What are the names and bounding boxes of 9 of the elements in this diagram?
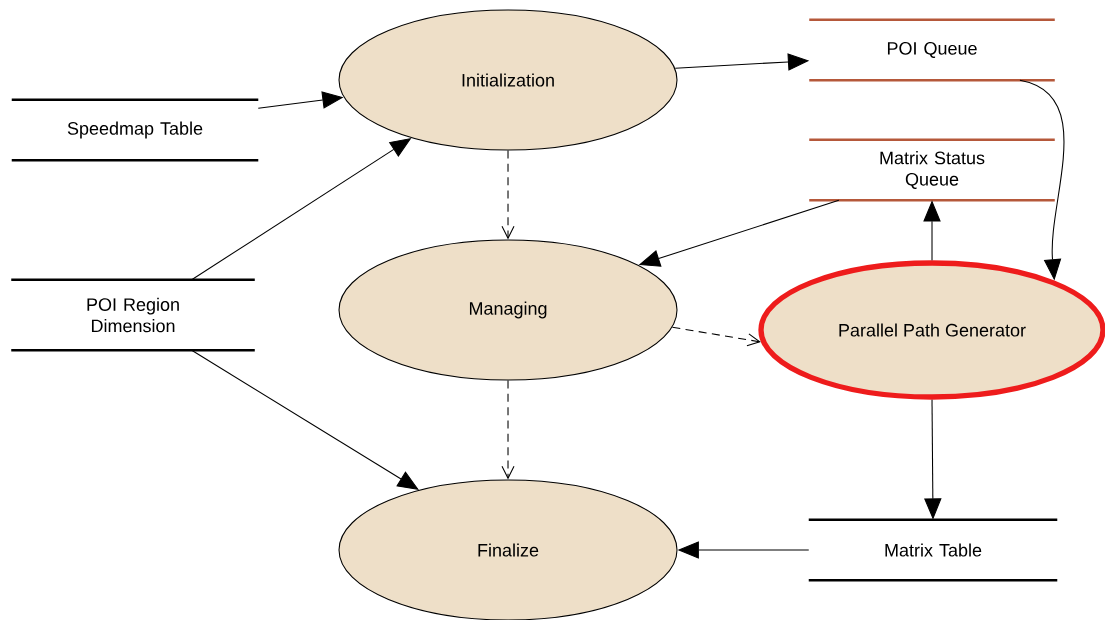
arrow (191, 349, 419, 490)
arrow (501, 380, 515, 480)
data-store: Speedmap Table (11, 98, 259, 162)
data-store: POI Region Dimension (11, 278, 255, 352)
data-store: Matrix Status Queue (809, 138, 1055, 202)
arrow (671, 326, 761, 347)
data-store: Matrix Table (808, 518, 1058, 582)
arrow (501, 150, 515, 240)
data-store: POI Queue (809, 18, 1055, 82)
